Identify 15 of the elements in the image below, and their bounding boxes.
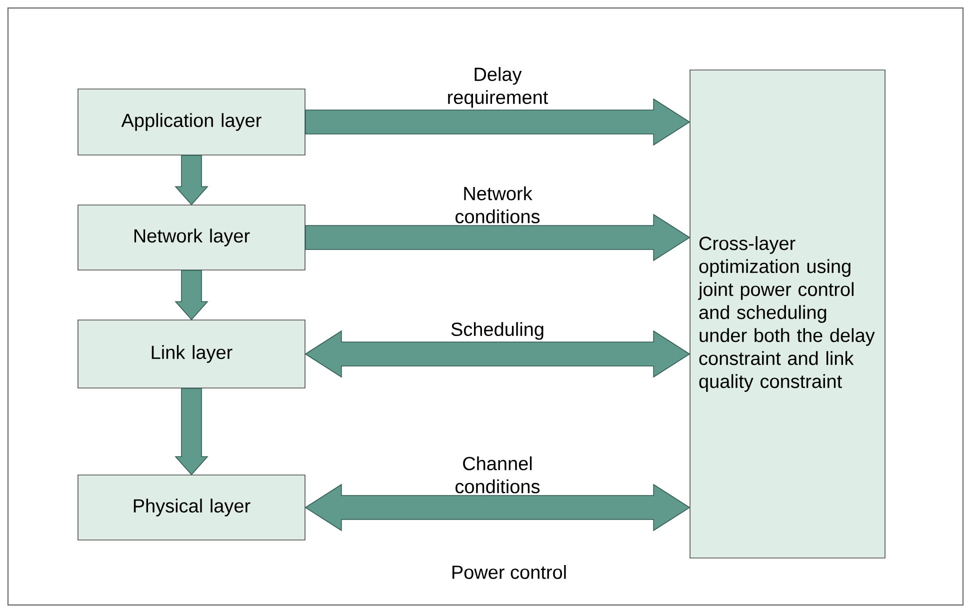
edge-label: Network conditions [456, 186, 540, 224]
block-arrow [305, 214, 690, 262]
layer-box: Physical layer [78, 474, 306, 540]
edge-label: Channel conditions [456, 456, 540, 494]
layer-box: Network layer [78, 204, 306, 270]
edge-label: Scheduling [451, 322, 544, 340]
layer-box: Link layer [78, 320, 306, 388]
layer-box: Application layer [78, 88, 306, 156]
edge-label: Delay requirement [448, 67, 548, 108]
block-arrow [174, 155, 208, 206]
block-arrow [174, 270, 208, 320]
block-arrow [174, 388, 208, 476]
layer-box: Cross-layer optimization using joint power control and scheduling under both the delay constraint and link quality constraint [690, 70, 886, 558]
text-label: Power control [452, 565, 566, 579]
block-arrow [305, 98, 690, 146]
